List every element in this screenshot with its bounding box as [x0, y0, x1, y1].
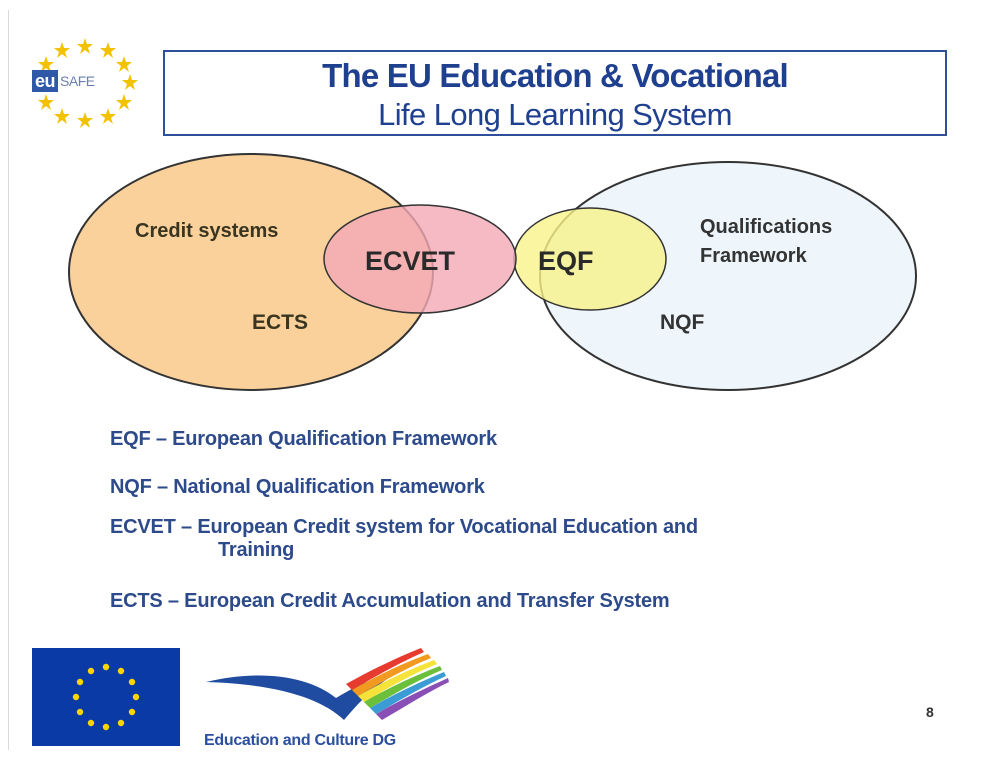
swoosh-stripe: [346, 648, 424, 690]
logo-star: [122, 74, 138, 90]
title-line-2: Life Long Learning System: [378, 97, 732, 132]
swoosh-stripe: [370, 672, 446, 714]
definition-ecvet-line-2: Training: [218, 539, 295, 561]
flag-star: [76, 708, 84, 716]
definition-nqf: NQF – National Qualification Framework: [110, 476, 485, 498]
swoosh-stripe: [352, 654, 431, 696]
qualifications-label-line-1: Qualifications: [700, 216, 832, 238]
logo-star: [77, 38, 93, 54]
logo-star: [77, 112, 93, 128]
logo-star: [38, 94, 54, 110]
title-line-1: The EU Education & Vocational: [322, 57, 789, 94]
logo-star: [100, 42, 116, 58]
eu-stars-icon: [72, 663, 140, 731]
logo-star: [54, 108, 70, 124]
swoosh-stripe: [376, 678, 449, 720]
flag-star: [72, 693, 80, 701]
qualifications-label-line-2: Framework: [700, 245, 808, 267]
title-box: The EU Education & Vocational Life Long …: [163, 50, 947, 136]
eusafe-wordmark: eu SAFE: [32, 69, 95, 93]
page-number: 8: [926, 704, 934, 720]
logo-star: [116, 56, 132, 72]
definition-eqf: EQF – European Qualification Framework: [110, 428, 497, 450]
flag-star: [117, 667, 125, 675]
logo-star: [54, 42, 70, 58]
definition-ecvet: ECVET – European Credit system for Vocat…: [110, 516, 698, 562]
eqf-label: EQF: [538, 246, 594, 276]
flag-star: [87, 667, 95, 675]
eu-flag: [32, 648, 180, 746]
swoosh-stripe: [364, 666, 442, 708]
nqf-label: NQF: [660, 311, 705, 334]
ecvet-ellipse: [323, 204, 517, 314]
ecvet-label: ECVET: [365, 246, 456, 276]
flag-star: [128, 708, 136, 716]
logo-star: [100, 108, 116, 124]
definition-ecvet-line-1: ECVET – European Credit system for Vocat…: [110, 516, 698, 538]
flag-star: [87, 719, 95, 727]
definition-ects: ECTS – European Credit Accumulation and …: [110, 590, 670, 612]
swoosh-blue: [206, 670, 401, 720]
flag-star: [132, 693, 140, 701]
logo-star: [116, 94, 132, 110]
flag-star: [117, 719, 125, 727]
eusafe-eu-text: eu: [32, 70, 59, 92]
credit-systems-label: Credit systems: [135, 220, 278, 242]
lifelong-learning-logo: [206, 648, 449, 720]
swoosh-stripe: [358, 660, 437, 702]
flag-star: [128, 678, 136, 686]
flag-star: [76, 678, 84, 686]
eusafe-logo: eu SAFE: [30, 38, 140, 130]
star-ring-icon: [38, 38, 138, 128]
venn-diagram: Credit systems ECTS ECVET EQF Qualificat…: [68, 153, 917, 391]
flag-star: [102, 663, 110, 671]
education-culture-dg-text: Education and Culture DG: [204, 732, 396, 749]
ects-label: ECTS: [252, 311, 308, 334]
eusafe-safe-text: SAFE: [60, 73, 95, 89]
slide-left-rule: [8, 10, 9, 750]
flag-star: [102, 723, 110, 731]
logo-star: [38, 56, 54, 72]
